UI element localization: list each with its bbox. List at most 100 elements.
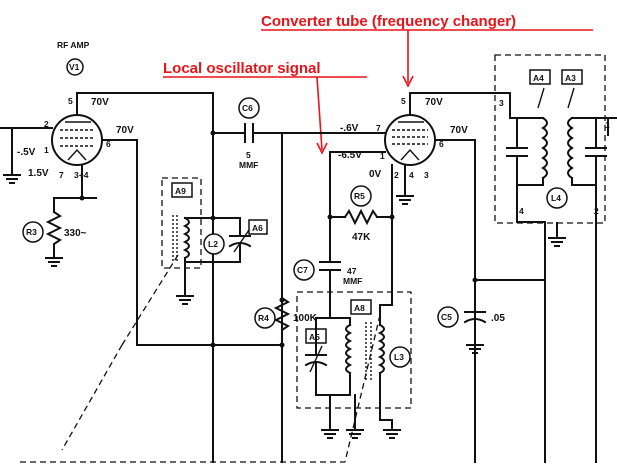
- rf-plate-voltage: 70V: [91, 97, 109, 108]
- l2-coil: [182, 216, 190, 260]
- if-pin-4: 4: [519, 206, 524, 216]
- r3-tag: [22, 221, 44, 243]
- rf-cathode-wire: [53, 164, 83, 213]
- a5-bottom-wire: [315, 362, 351, 396]
- conv-pin-2: 2: [394, 170, 399, 180]
- r3-value: 330~: [64, 228, 87, 239]
- gang-link-b: [61, 344, 123, 451]
- a3-pointer: [567, 87, 575, 109]
- l2-cap-wire-bottom: [184, 243, 241, 263]
- gang-link-a: [121, 254, 179, 346]
- conv-pin-3: 3: [424, 170, 429, 180]
- c7-value-a: 47: [347, 266, 357, 276]
- converter-cathode: [400, 148, 420, 161]
- l4-sec-top: [571, 117, 597, 149]
- a8-label: A8: [354, 303, 365, 313]
- r4-resistor: [273, 296, 291, 332]
- a4-pointer: [537, 87, 545, 109]
- c6-tag: [238, 97, 260, 119]
- rf-screen-wire: [101, 139, 214, 346]
- l4-sec-bottom: [571, 155, 597, 186]
- a5-cap-wire: [315, 299, 331, 356]
- c7-label: C7: [297, 265, 308, 275]
- a6-tag: [248, 219, 268, 235]
- conv-grid-voltage-2: -6.5V: [338, 150, 362, 161]
- a9-label: A9: [175, 186, 186, 196]
- a3-label: A3: [565, 73, 576, 83]
- conv-pin-1: 1: [380, 151, 385, 161]
- r3-label: R3: [26, 227, 37, 237]
- l3-right-top: [379, 216, 393, 326]
- conv-screen-wire: [434, 139, 476, 463]
- c6-value-a: 5: [246, 150, 251, 160]
- rf-pin-7: 7: [59, 170, 64, 180]
- conv-cathode-voltage: 0V: [369, 169, 382, 180]
- a5-arrow: [309, 345, 323, 373]
- rf-plate-wire: [76, 92, 214, 463]
- l4-box: [494, 54, 606, 224]
- conv-screen-voltage: 70V: [450, 125, 468, 136]
- r4-label: R4: [258, 313, 269, 323]
- l2-label: L2: [208, 239, 218, 249]
- a6-label: A6: [252, 223, 263, 233]
- c6-left-node: [210, 130, 216, 136]
- l2-tag: [203, 233, 225, 255]
- a9-box: [161, 177, 202, 269]
- l3-left-top: [329, 317, 351, 326]
- l3-tag: [389, 346, 411, 368]
- conv-pin-6: 6: [439, 139, 444, 149]
- r5-tag: [350, 185, 372, 207]
- l4-primary-coil: [541, 116, 548, 180]
- a5-label: A5: [309, 332, 320, 342]
- v1-tag: [66, 58, 84, 76]
- l3-coil-left: [345, 323, 353, 375]
- rf-pin-5: 5: [68, 96, 73, 106]
- if-pin-3: 3: [499, 98, 504, 108]
- r3-resistor: [45, 210, 63, 259]
- rf-amp-title: RF AMP: [57, 40, 90, 50]
- r5-label: R5: [354, 191, 365, 201]
- c5-value: .05: [491, 313, 505, 324]
- gang-link-d: [344, 314, 381, 463]
- l2-coil-group: [172, 215, 190, 262]
- conv-pin-4: 4: [409, 170, 414, 180]
- l4-primary-bottom: [516, 177, 544, 186]
- oscillator-arrow-line: [316, 76, 323, 151]
- converter-annotation: Converter tube (frequency changer): [261, 13, 516, 30]
- l2-cap-wire-top: [212, 217, 241, 237]
- conv-plate-voltage: 70V: [425, 97, 443, 108]
- l4-primary-top: [494, 92, 544, 119]
- conv-grid-voltage-1: -.6V: [340, 123, 359, 134]
- rf-cathode-voltage: 1.5V: [28, 168, 49, 179]
- r4-value: 100K: [293, 313, 318, 324]
- l3-right-bottom: [379, 372, 393, 421]
- oscillator-arrow-head: [316, 142, 328, 155]
- r5-resistor: [343, 208, 379, 226]
- rf-amp-cathode: [67, 148, 87, 161]
- rf-pin-1: 1: [44, 145, 49, 155]
- converter-tube: [384, 114, 436, 166]
- c5-tag: [437, 306, 459, 328]
- a4-label: A4: [533, 73, 544, 83]
- rf-screen-voltage: 70V: [116, 125, 134, 136]
- a6-pointer: [233, 229, 250, 253]
- conv-pin-7: 7: [376, 123, 381, 133]
- node-r4: [279, 297, 285, 303]
- rf-grid-voltage: -.5V: [17, 147, 36, 158]
- a8-tag: [350, 299, 372, 315]
- c7-tag: [293, 259, 315, 281]
- a8-box: [296, 291, 412, 409]
- l3-label: L3: [394, 352, 404, 362]
- l3-coil-group: [345, 322, 385, 382]
- rf-amp-tube: [51, 114, 103, 166]
- a3-tag: [561, 69, 583, 85]
- rf-pin-2: 2: [44, 119, 49, 129]
- l3-coil-right: [377, 323, 385, 375]
- rf-pin-6: 6: [106, 139, 111, 149]
- c7-value-b: MMF: [343, 276, 362, 286]
- l4-label: L4: [551, 193, 561, 203]
- l4-tag: [546, 187, 568, 209]
- a9-tag: [171, 182, 193, 198]
- c6-value-b: MMF: [239, 160, 258, 170]
